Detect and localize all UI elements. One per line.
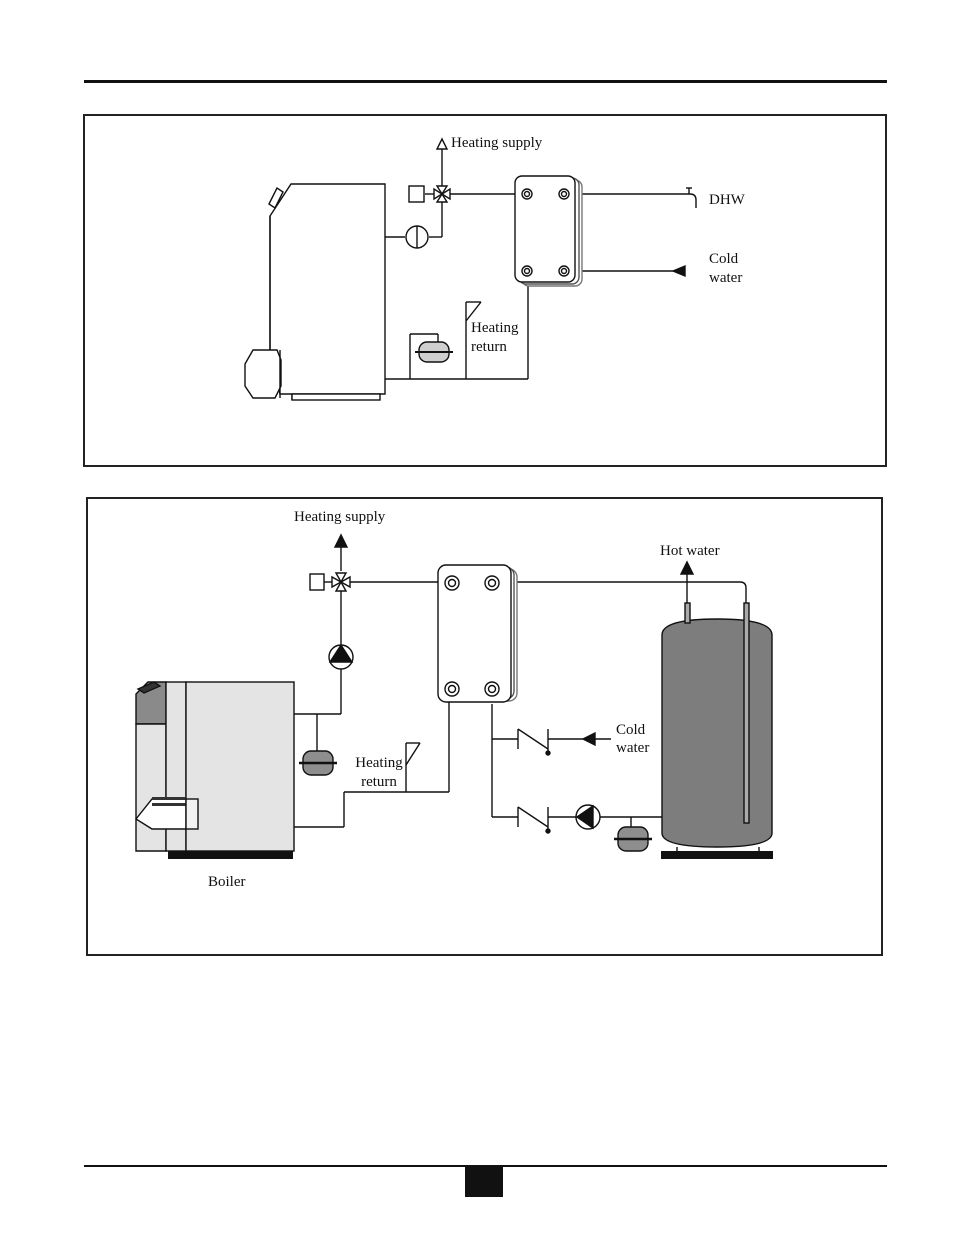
page-number-tab [465,1167,503,1197]
supply-arrow-icon [437,139,447,149]
boiler-pump-icon [329,645,353,669]
plate-heat-exchanger-icon [438,565,517,702]
label-heating-return-1: Heating [344,754,414,773]
cold-water-arrow-icon [673,266,685,276]
label-heating-supply: Heating supply [294,508,385,527]
label-boiler: Boiler [208,873,246,892]
diagram-top-drawing [85,116,889,469]
label-dhw: DHW [709,191,745,210]
three-way-valve-icon [409,186,450,202]
hot-water-arrow-icon [681,562,693,574]
plate-heat-exchanger-icon [515,176,582,286]
boiler-outline [245,184,385,400]
label-cold-water-1: Cold [616,721,645,740]
label-hot-water: Hot water [660,542,720,561]
diagram-panel-bottom: Heating supply Hot water Cold water Heat… [86,497,883,956]
check-valve-upper-icon [518,729,550,755]
check-valve-lower-icon [518,807,550,833]
cold-water-arrow-icon [583,733,595,745]
label-heating-return-1: Heating [471,319,518,338]
label-heating-return-2: return [344,773,414,792]
expansion-vessel-icon [299,751,337,775]
hot-water-tank-illustration [661,603,773,859]
label-cold-water-2: water [709,269,742,288]
three-way-valve-icon [310,573,350,591]
label-heating-supply: Heating supply [451,134,542,153]
circulation-pump-icon [576,805,600,829]
label-cold-water-2: water [616,739,649,758]
diagram-panel-top: Heating supply DHW Cold water Heating re… [83,114,887,467]
boiler-illustration [136,682,294,859]
label-heating-return-2: return [471,338,507,357]
header-rule [84,80,887,83]
label-cold-water-1: Cold [709,250,738,269]
expansion-vessel-icon [415,342,453,362]
dhw-expansion-vessel-icon [614,827,652,851]
supply-arrow-icon [335,535,347,547]
pump-icon [406,226,428,248]
